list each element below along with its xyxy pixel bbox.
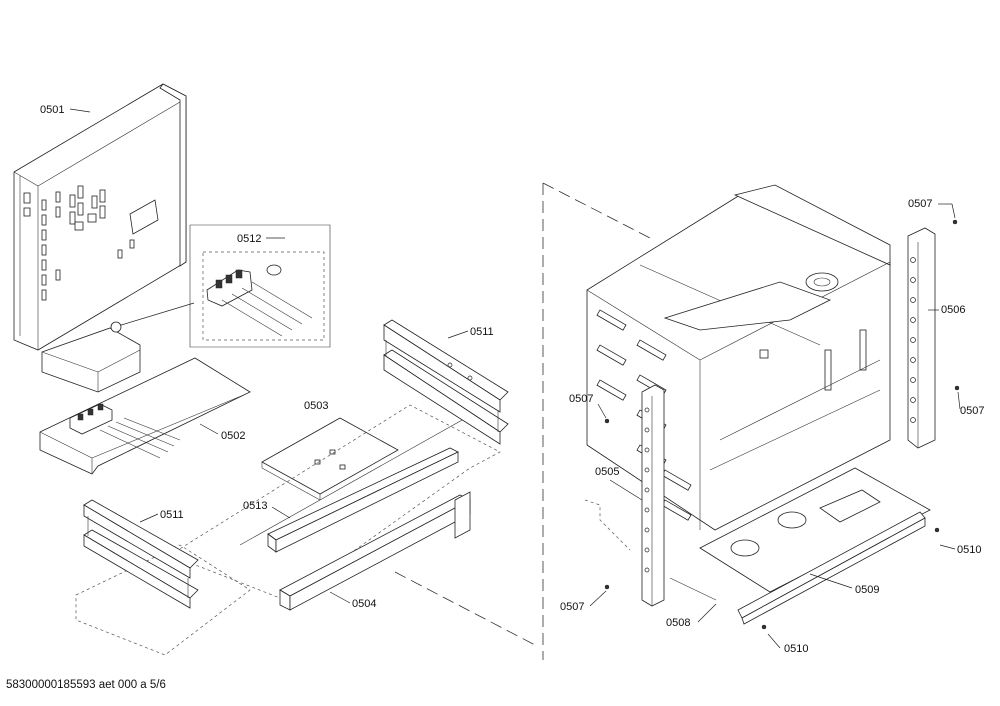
vent-slots: [23, 185, 159, 301]
label-0511-bottom: 0511: [160, 509, 184, 521]
part-0505-side-rail: [641, 384, 665, 607]
label-0505: 0505: [595, 466, 619, 478]
label-0508: 0508: [666, 617, 690, 629]
label-0503: 0503: [304, 400, 328, 412]
label-0506: 0506: [941, 304, 965, 316]
part-0504-front-rail: [279, 491, 471, 611]
part-0506-side-rail: [907, 227, 936, 449]
label-0504: 0504: [352, 598, 376, 610]
label-0507-right: 0507: [960, 405, 984, 417]
label-0507-left: 0507: [569, 393, 593, 405]
part-0502-tray: [39, 357, 251, 475]
part-0513-long-bar: [267, 447, 459, 553]
label-0510-right: 0510: [957, 544, 981, 556]
part-0511-rail-top: [383, 319, 509, 445]
separator-diagonal: [542, 182, 651, 239]
callouts: 0501 0512 0502 0503 0511 0513 0511 0504 …: [40, 104, 984, 655]
label-0501: 0501: [40, 104, 64, 116]
label-0502: 0502: [221, 430, 245, 442]
label-0509: 0509: [855, 584, 879, 596]
part-0511-rail-bottom: [83, 499, 199, 609]
label-0512: 0512: [237, 233, 261, 245]
drawing-reference: 58300000185593 aet 000 a 5/6: [6, 679, 166, 691]
right-frame-dotted: [584, 499, 631, 551]
screws: [604, 219, 960, 630]
separator-left: [394, 571, 536, 646]
label-0510-bottom: 0510: [784, 643, 808, 655]
label-0507-bottom: 0507: [560, 601, 584, 613]
part-0512-connector-kit: [110, 224, 331, 348]
part-0503-floor-plate: [261, 417, 399, 501]
label-0513: 0513: [243, 500, 267, 512]
label-0511-top: 0511: [470, 326, 494, 338]
part-0501-back-panel: [13, 83, 187, 351]
label-0507-top: 0507: [908, 198, 932, 210]
cover-block: [41, 327, 141, 393]
bottom-plate: [699, 467, 931, 625]
